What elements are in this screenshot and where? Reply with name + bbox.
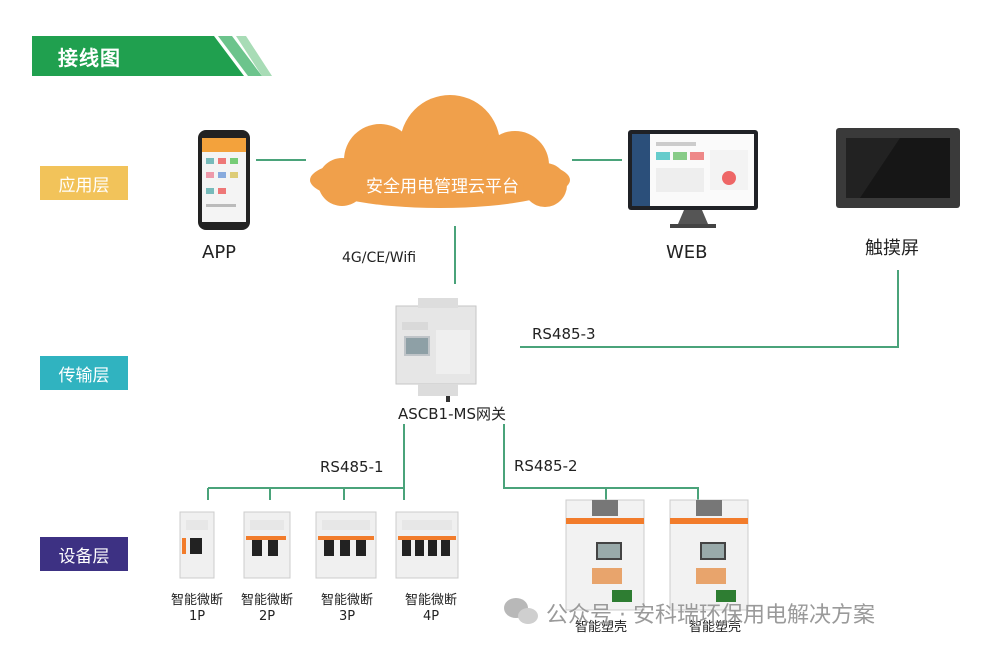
header-banner (32, 36, 272, 76)
device-caption-mccb-2: 智能塑壳 (680, 620, 750, 636)
device-name: 智能微断 (320, 593, 373, 608)
phone-icon (198, 130, 250, 230)
device-poles: 4P (422, 609, 440, 624)
layer-tag-transport: 传输层 (40, 356, 128, 390)
device-name: 智能微断 (240, 593, 293, 608)
rs485-2-label: RS485-2 (514, 457, 578, 475)
touchscreen-icon (836, 128, 960, 208)
network-label: 4G/CE/Wifi (342, 250, 417, 266)
device-name: 智能塑壳 (688, 620, 741, 635)
device-poles: 2P (258, 609, 276, 624)
layer-tag-device: 设备层 (40, 537, 128, 571)
touchscreen-label: 触摸屏 (865, 238, 919, 259)
line-rs485-2-bus (503, 424, 699, 500)
wechat-icon (504, 598, 538, 624)
device-name: 智能塑壳 (574, 620, 627, 635)
watermark-text: 公众号 · 安科瑞环保用电解决方案 (546, 603, 875, 628)
device-caption-mcb-3p: 智能微断 3P (312, 593, 382, 625)
device-poles: 3P (338, 609, 356, 624)
device-caption-mccb-1: 智能塑壳 (566, 620, 636, 636)
gateway-label: ASCB1-MS网关 (398, 405, 506, 423)
mccb-2-icon (669, 499, 749, 611)
device-name: 智能微断 (170, 593, 223, 608)
mcb-2p-icon (243, 511, 291, 579)
rs485-1-label: RS485-1 (320, 458, 384, 476)
web-label: WEB (666, 242, 708, 263)
mcb-4p-icon (395, 511, 459, 579)
device-caption-mcb-4p: 智能微断 4P (396, 593, 466, 625)
layer-tag-app: 应用层 (40, 166, 128, 200)
monitor-icon (628, 130, 758, 228)
mcb-1p-icon (179, 511, 215, 579)
rs485-3-label: RS485-3 (532, 325, 596, 343)
page-title: 接线图 (58, 46, 121, 70)
device-caption-mcb-1p: 智能微断 1P (162, 593, 232, 625)
app-label: APP (202, 242, 237, 263)
mcb-3p-icon (315, 511, 377, 579)
gateway-icon (395, 298, 477, 402)
device-poles: 1P (188, 609, 206, 624)
cloud-label: 安全用电管理云平台 (366, 177, 519, 197)
device-name: 智能微断 (404, 593, 457, 608)
device-caption-mcb-2p: 智能微断 2P (232, 593, 302, 625)
line-gateway-touch (520, 270, 899, 348)
mccb-1-icon (565, 499, 645, 611)
cloud-icon (310, 95, 570, 208)
connection-lines (207, 159, 899, 500)
